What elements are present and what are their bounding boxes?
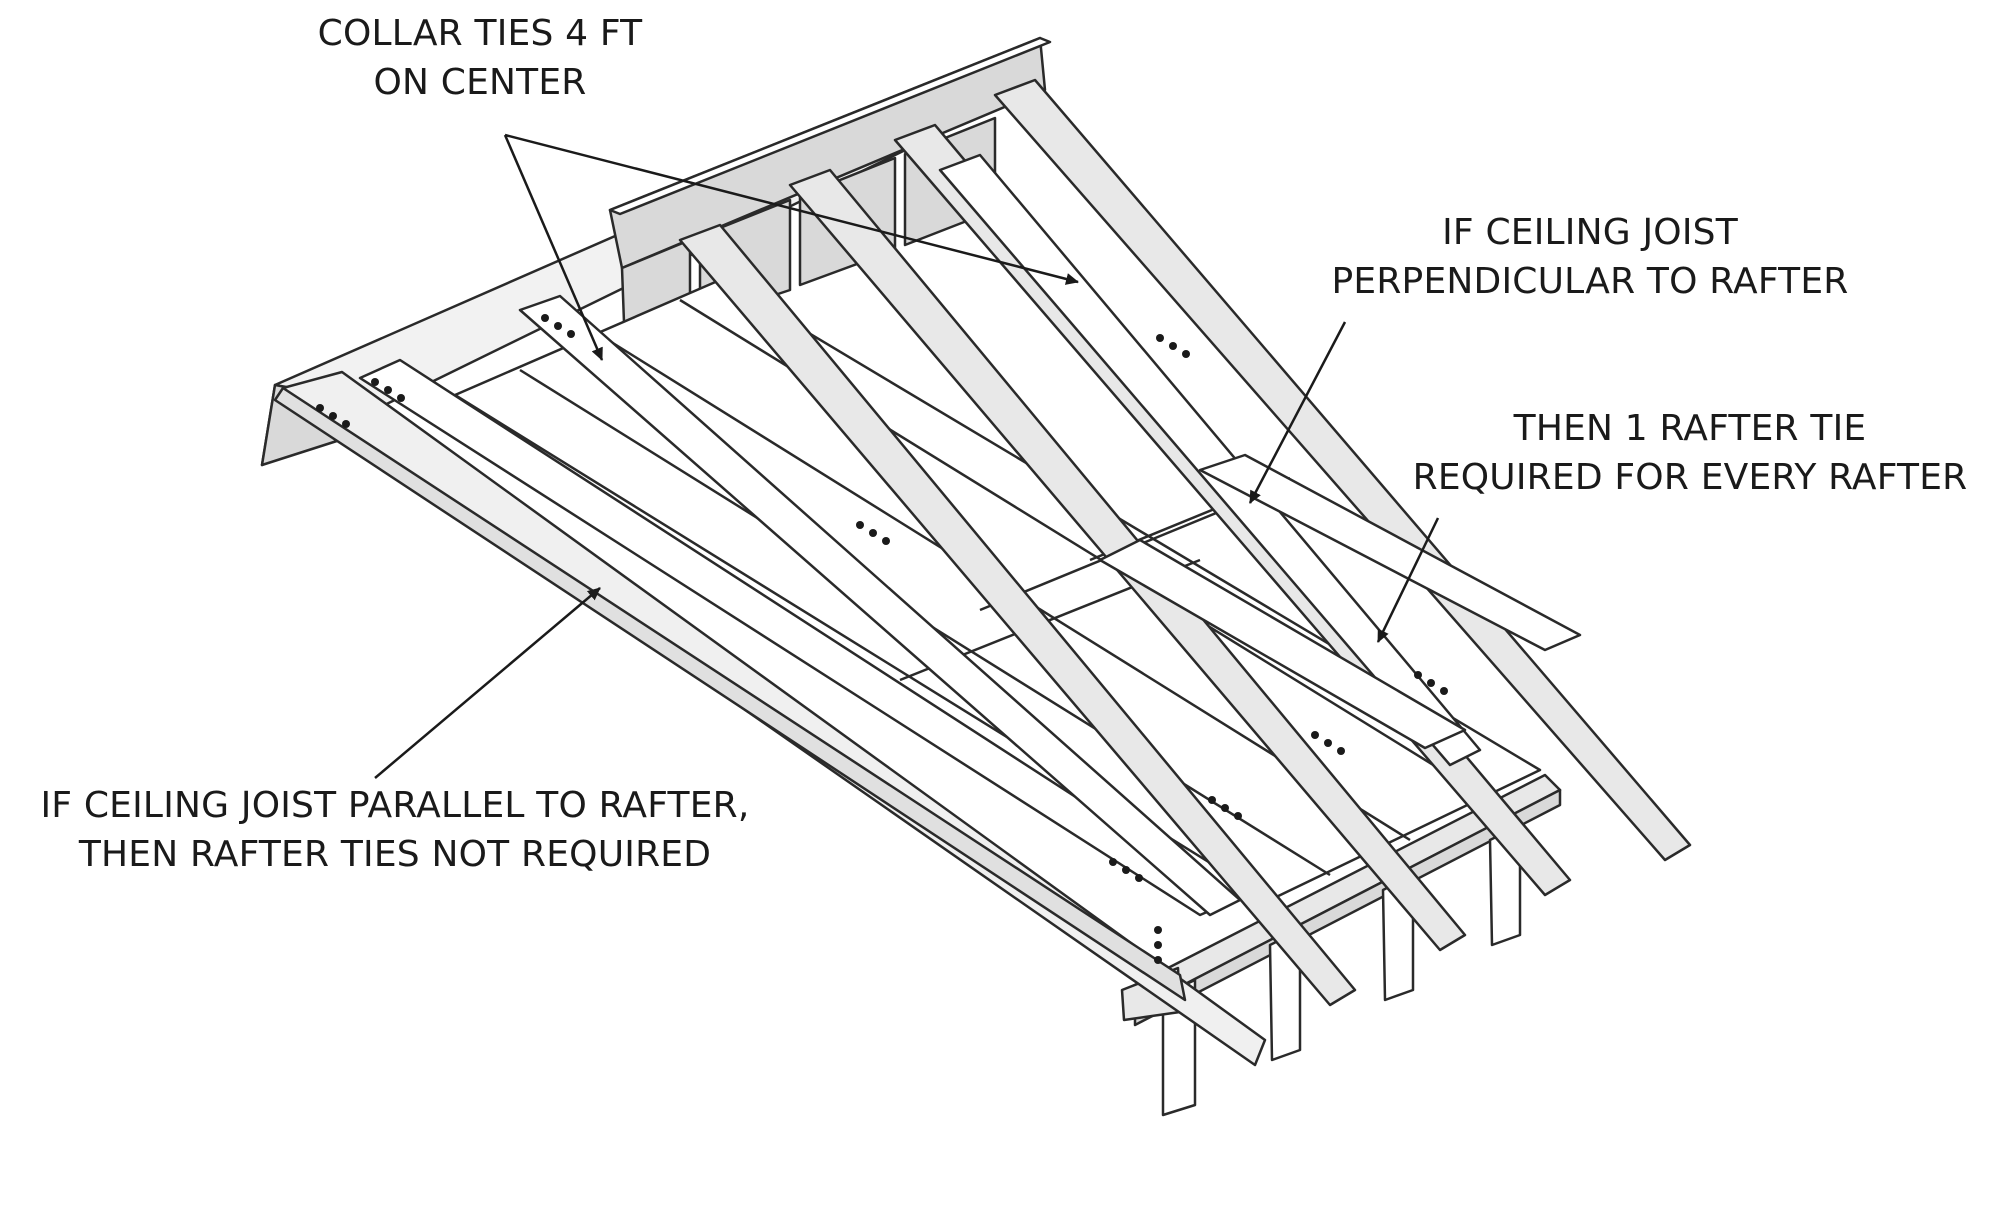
collar-tie xyxy=(518,294,1242,917)
collar-ties-label-line1: COLLAR TIES 4 FT xyxy=(317,13,643,54)
collar-tie xyxy=(938,153,1482,767)
rafter-tie xyxy=(1198,453,1582,652)
rafter-outer-face xyxy=(273,386,1187,1002)
parallel-label-line1: IF CEILING JOIST PARALLEL TO RAFTER, xyxy=(40,785,750,826)
rafter-tie-label-line1: THEN 1 RAFTER TIE xyxy=(1513,408,1867,449)
perpendicular-label-line2: PERPENDICULAR TO RAFTER xyxy=(1331,261,1849,302)
perpendicular-arrow xyxy=(1248,321,1347,504)
collar-ties-label-line2: ON CENTER xyxy=(373,62,587,103)
collar-ties-arrow-right xyxy=(504,133,1079,285)
rafter-tie xyxy=(1098,538,1467,750)
perpendicular-label-line1: IF CEILING JOIST xyxy=(1442,212,1738,253)
collar-ties-arrow-left xyxy=(503,134,604,361)
ridge-board-top xyxy=(608,36,1052,216)
leader-arrows xyxy=(374,133,1440,779)
ceiling-joist-parallel-label: IF CEILING JOIST PARALLEL TO RAFTER, THE… xyxy=(0,781,790,879)
ceiling-joist-perpendicular-label: IF CEILING JOIST PERPENDICULAR TO RAFTER xyxy=(1290,208,1890,306)
parallel-arrow xyxy=(374,587,601,779)
rafter-tie-required-label: THEN 1 RAFTER TIE REQUIRED FOR EVERY RAF… xyxy=(1380,404,2000,502)
rafter xyxy=(678,223,1357,1007)
rafter-tie-label-line2: REQUIRED FOR EVERY RAFTER xyxy=(1412,457,1968,498)
rafter xyxy=(993,78,1692,862)
top-plate-lower xyxy=(1133,788,1562,1027)
nail-dots xyxy=(316,314,1448,964)
parallel-label-line2: THEN RAFTER TIES NOT REQUIRED xyxy=(78,834,712,875)
rafter-tie-arrow xyxy=(1376,517,1440,643)
roof-frame-drawing xyxy=(260,36,1692,1117)
collar-ties-label: COLLAR TIES 4 FT ON CENTER xyxy=(260,9,700,107)
